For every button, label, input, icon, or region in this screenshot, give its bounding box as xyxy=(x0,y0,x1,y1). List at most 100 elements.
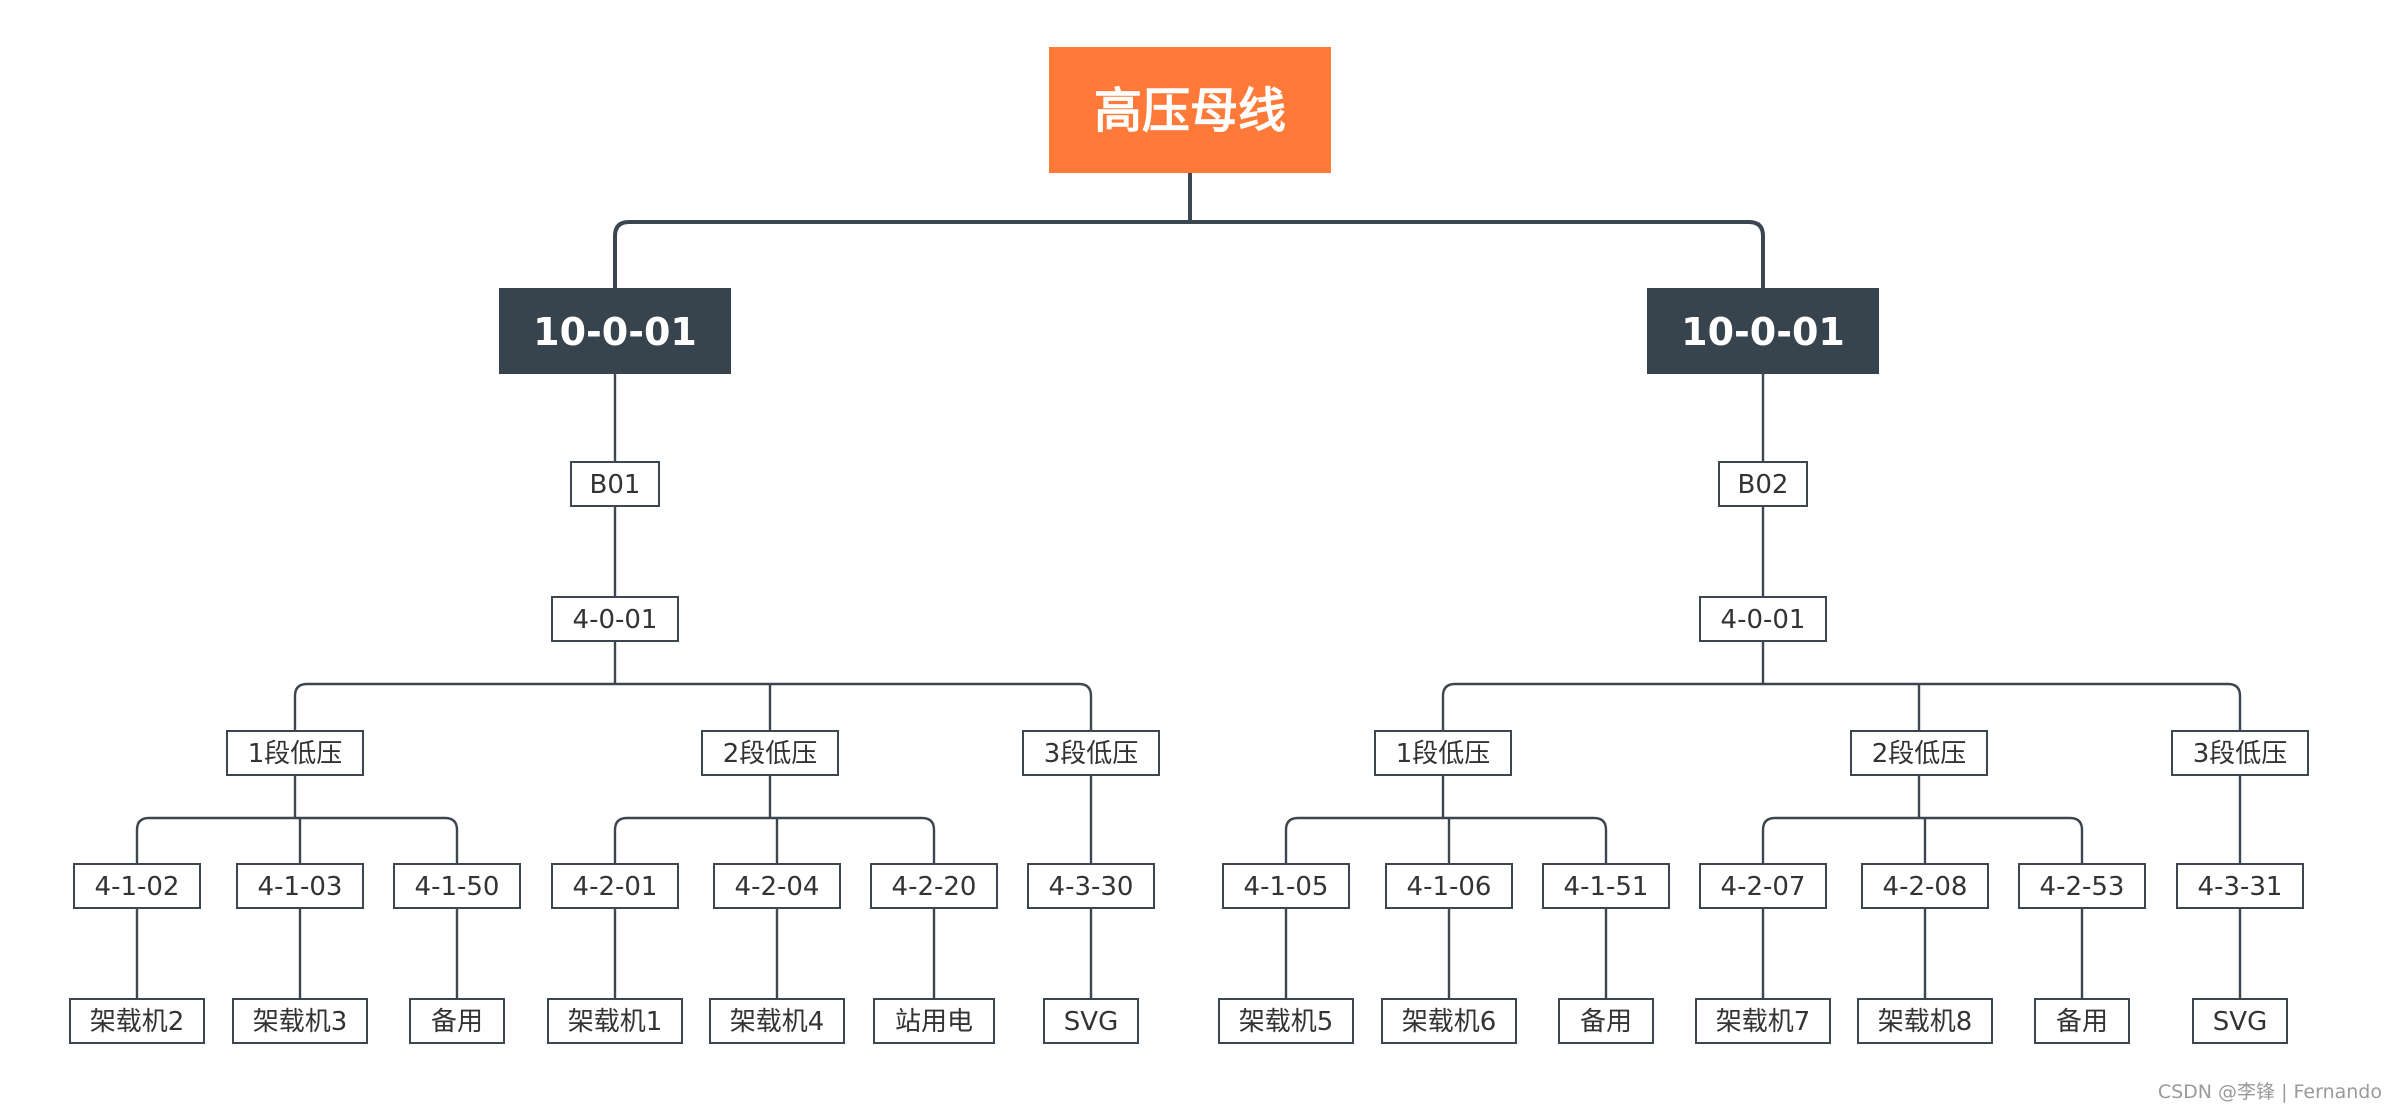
load-node-box xyxy=(2034,998,2130,1044)
root-node-box xyxy=(1049,47,1331,173)
segment-node-1-1-label: 1段低压 xyxy=(248,739,343,769)
feeder-node: 4-2-08 xyxy=(1861,863,1989,909)
feeder-node-label: 4-1-06 xyxy=(1407,872,1492,902)
segment-node-2-2-box xyxy=(1850,730,1988,776)
transformer-node-2-box xyxy=(1699,596,1827,642)
feeder-node-label: 4-3-31 xyxy=(2198,872,2283,902)
load-node-label: 备用 xyxy=(2056,1007,2108,1037)
bracket-line xyxy=(1761,816,2084,864)
load-node-label: SVG xyxy=(2213,1007,2267,1037)
load-node: 架载机1 xyxy=(547,998,683,1044)
bracket-line xyxy=(613,220,1765,289)
load-node-label: 站用电 xyxy=(895,1007,973,1037)
feeder-node: 4-2-53 xyxy=(2018,863,2146,909)
bus-node-b01-label: B01 xyxy=(590,470,641,500)
segment-node-2-2: 2段低压 xyxy=(1850,730,1988,776)
load-node-box xyxy=(873,998,995,1044)
segment-node-1-3: 3段低压 xyxy=(1022,730,1160,776)
bracket-line xyxy=(1441,682,2242,731)
load-node: 架载机5 xyxy=(1218,998,1354,1044)
load-node-label: 架载机4 xyxy=(730,1007,825,1037)
load-node-label: 备用 xyxy=(431,1007,483,1037)
segment-node-1-3-label: 3段低压 xyxy=(1044,739,1139,769)
load-node-label: 架载机5 xyxy=(1239,1007,1334,1037)
feeder-node-box xyxy=(393,863,521,909)
breaker-node-1-box xyxy=(499,288,731,374)
load-node: 备用 xyxy=(2034,998,2130,1044)
segment-node-2-3: 3段低压 xyxy=(2171,730,2309,776)
feeder-node-box xyxy=(73,863,201,909)
connector-lines xyxy=(135,173,2242,999)
feeder-node: 4-3-31 xyxy=(2176,863,2304,909)
segment-node-2-3-label: 3段低压 xyxy=(2193,739,2288,769)
bracket-line xyxy=(293,682,1093,731)
feeder-node: 4-1-03 xyxy=(236,863,364,909)
load-node: 架载机7 xyxy=(1695,998,1831,1044)
feeder-node-box xyxy=(2176,863,2304,909)
feeder-node-label: 4-1-51 xyxy=(1564,872,1649,902)
feeder-node: 4-2-07 xyxy=(1699,863,1827,909)
root-node-label: 高压母线 xyxy=(1094,83,1286,139)
load-node: 架载机2 xyxy=(69,998,205,1044)
feeder-node: 4-1-51 xyxy=(1542,863,1670,909)
feeder-node-box xyxy=(236,863,364,909)
feeder-node-box xyxy=(1542,863,1670,909)
load-node: 架载机6 xyxy=(1381,998,1517,1044)
load-node-box xyxy=(409,998,505,1044)
transformer-node-1-label: 4-0-01 xyxy=(573,605,658,635)
load-node-box xyxy=(69,998,205,1044)
bracket-line xyxy=(135,816,459,864)
load-node-label: 架载机7 xyxy=(1716,1007,1811,1037)
feeder-node: 4-2-04 xyxy=(713,863,841,909)
segment-node-1-2: 2段低压 xyxy=(701,730,839,776)
load-node-label: 架载机1 xyxy=(568,1007,663,1037)
breaker-node-2-label: 10-0-01 xyxy=(1681,310,1845,354)
bus-node-b02-label: B02 xyxy=(1738,470,1789,500)
bracket-line xyxy=(613,816,936,864)
load-node-box xyxy=(1558,998,1654,1044)
load-node-box xyxy=(709,998,845,1044)
load-node-label: 架载机2 xyxy=(90,1007,185,1037)
segment-node-2-2-label: 2段低压 xyxy=(1872,739,1967,769)
transformer-node-1-box xyxy=(551,596,679,642)
load-node-box xyxy=(1381,998,1517,1044)
bus-node-b01: B01 xyxy=(570,461,660,507)
load-node-box xyxy=(2192,998,2288,1044)
feeder-node-box xyxy=(1385,863,1513,909)
load-node-box xyxy=(1218,998,1354,1044)
segment-node-1-3-box xyxy=(1022,730,1160,776)
load-node: 架载机3 xyxy=(232,998,368,1044)
load-node-label: 架载机6 xyxy=(1402,1007,1497,1037)
transformer-node-2-label: 4-0-01 xyxy=(1721,605,1806,635)
feeder-node-label: 4-2-20 xyxy=(892,872,977,902)
feeder-node-label: 4-1-02 xyxy=(95,872,180,902)
breaker-node-2-box xyxy=(1647,288,1879,374)
feeder-node-label: 4-2-53 xyxy=(2040,872,2125,902)
feeder-node-label: 4-2-08 xyxy=(1883,872,1968,902)
transformer-node-1: 4-0-01 xyxy=(551,596,679,642)
feeder-node-label: 4-2-07 xyxy=(1721,872,1806,902)
feeder-node-box xyxy=(1027,863,1155,909)
feeder-node: 4-2-01 xyxy=(551,863,679,909)
load-node: 架载机4 xyxy=(709,998,845,1044)
segment-node-1-2-box xyxy=(701,730,839,776)
segment-node-1-1-box xyxy=(226,730,364,776)
feeder-node-label: 4-3-30 xyxy=(1049,872,1134,902)
feeder-node-label: 4-1-03 xyxy=(258,872,343,902)
segment-node-2-3-box xyxy=(2171,730,2309,776)
load-node: 站用电 xyxy=(873,998,995,1044)
load-node-box xyxy=(547,998,683,1044)
feeder-node-label: 4-2-04 xyxy=(735,872,820,902)
feeder-node-box xyxy=(2018,863,2146,909)
feeder-node: 4-1-05 xyxy=(1222,863,1350,909)
load-node-box xyxy=(1043,998,1139,1044)
feeder-node-label: 4-1-05 xyxy=(1244,872,1329,902)
load-node: 备用 xyxy=(409,998,505,1044)
feeder-node-box xyxy=(713,863,841,909)
load-node-box xyxy=(232,998,368,1044)
feeder-node-label: 4-1-50 xyxy=(415,872,500,902)
feeder-node: 4-1-02 xyxy=(73,863,201,909)
load-node: SVG xyxy=(2192,998,2288,1044)
feeder-node-box xyxy=(1861,863,1989,909)
feeder-node: 4-1-06 xyxy=(1385,863,1513,909)
